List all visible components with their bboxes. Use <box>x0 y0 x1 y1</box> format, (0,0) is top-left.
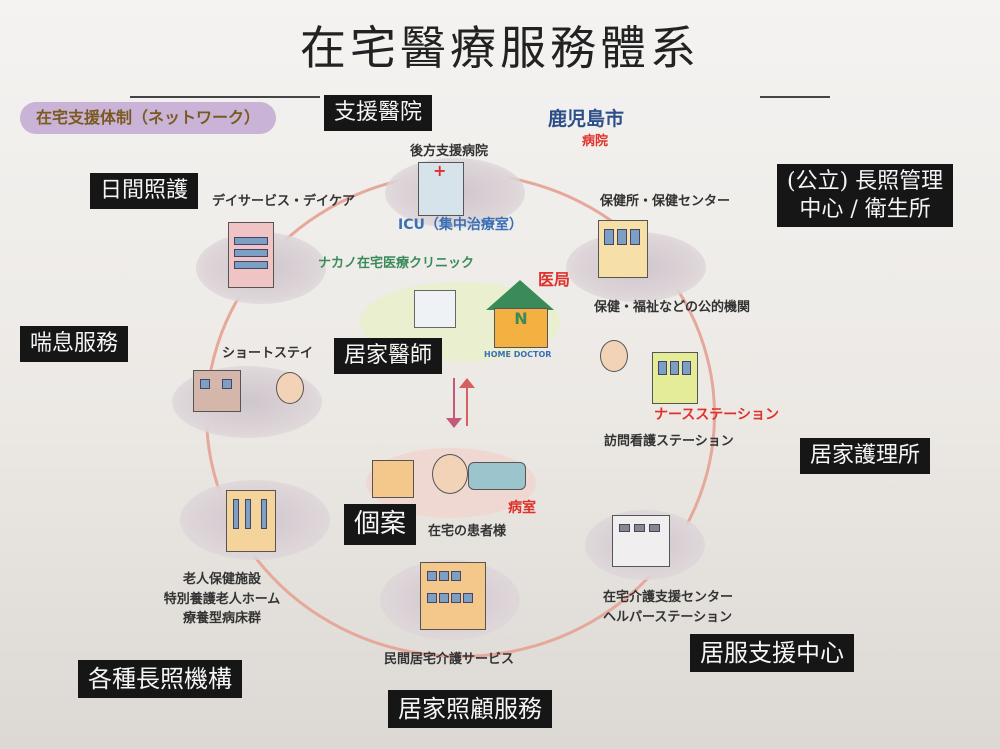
divider-right <box>760 96 830 98</box>
nurse-face-icon <box>276 372 304 404</box>
label-home-doctor: 居家醫師 <box>334 338 443 374</box>
home-doctor-house-icon: N <box>494 308 548 348</box>
visit-nursing-label: 訪問看護ステーション <box>604 434 734 449</box>
private-care-building-icon <box>420 562 486 630</box>
elder-facilities-list: 老人保健施設 特別養護老人ホーム 療養型病床群 <box>162 570 282 629</box>
backup-hospital-label: 後方支援病院 <box>410 144 489 159</box>
label-home-service-center: 居服支援中心 <box>690 634 854 672</box>
sickroom-red-label: 病室 <box>508 500 536 516</box>
short-stay-building-icon <box>193 370 241 412</box>
patient-person-icon <box>432 454 468 494</box>
label-home-care-service: 居家照顧服務 <box>388 690 552 728</box>
up-arrow-icon <box>466 386 468 426</box>
elder-facility-item: 特別養護老人ホーム <box>163 591 281 607</box>
patient-house-icon <box>372 460 414 498</box>
icu-label: ICU（集中治療室） <box>398 217 523 233</box>
elder-facility-building-icon <box>226 490 276 552</box>
patient-label: 在宅の患者様 <box>428 524 507 539</box>
home-doctor-roof-icon <box>486 280 554 310</box>
divider-left <box>130 96 320 98</box>
bed-icon <box>468 462 526 490</box>
nurse-icon <box>600 340 628 372</box>
home-doctor-text: HOME DOCTOR <box>484 350 552 359</box>
label-long-term-center: (公立) 長照管理 中心 / 衛生所 <box>777 164 954 227</box>
public-agency-label: 保健・福祉などの公的機関 <box>594 300 751 315</box>
up-arrowhead-icon <box>459 378 475 388</box>
short-stay-label: ショートステイ <box>222 346 314 361</box>
computer-icon <box>414 290 456 328</box>
label-home-nursing: 居家護理所 <box>800 438 931 474</box>
day-service-label: デイサービス・デイケア <box>212 194 356 209</box>
label-line: (公立) 長照管理 <box>787 169 944 194</box>
health-center-building-icon <box>598 220 648 278</box>
clinic-label: ナカノ在宅医療クリニック <box>318 256 475 271</box>
nurse-station-building-icon <box>652 352 698 404</box>
down-arrow-icon <box>453 378 455 422</box>
care-support-building-icon <box>612 515 670 567</box>
daycare-building-icon <box>228 222 274 288</box>
care-support-item: ヘルパーステーション <box>603 609 733 625</box>
elder-facility-item: 老人保健施設 <box>182 572 261 587</box>
label-respite: 喘息服務 <box>20 326 129 362</box>
label-day-care: 日間照護 <box>90 173 199 209</box>
network-badge: 在宅支援体制（ネットワーク） <box>20 102 277 134</box>
page-title: 在宅醫療服務體系 <box>300 21 700 75</box>
hospital-red-label: 病院 <box>582 134 609 149</box>
private-care-label: 民間居宅介護サービス <box>384 652 515 667</box>
down-arrowhead-icon <box>446 418 462 428</box>
label-case: 個案 <box>344 504 417 545</box>
hospital-building-icon: + <box>418 161 464 216</box>
label-support-hospital: 支援醫院 <box>324 95 433 131</box>
care-support-item: 在宅介護支援センター <box>603 590 734 605</box>
nurse-station-red-label: ナースステーション <box>654 407 780 423</box>
health-center-label: 保健所・保健センター <box>600 194 731 209</box>
city-label: 鹿児島市 <box>548 108 625 130</box>
label-ltc-institutions: 各種長照機構 <box>78 660 242 698</box>
care-support-list: 在宅介護支援センター ヘルパーステーション <box>603 588 733 627</box>
elder-facility-item: 療養型病床群 <box>182 611 261 626</box>
label-line: 中心 / 衛生所 <box>799 196 931 222</box>
